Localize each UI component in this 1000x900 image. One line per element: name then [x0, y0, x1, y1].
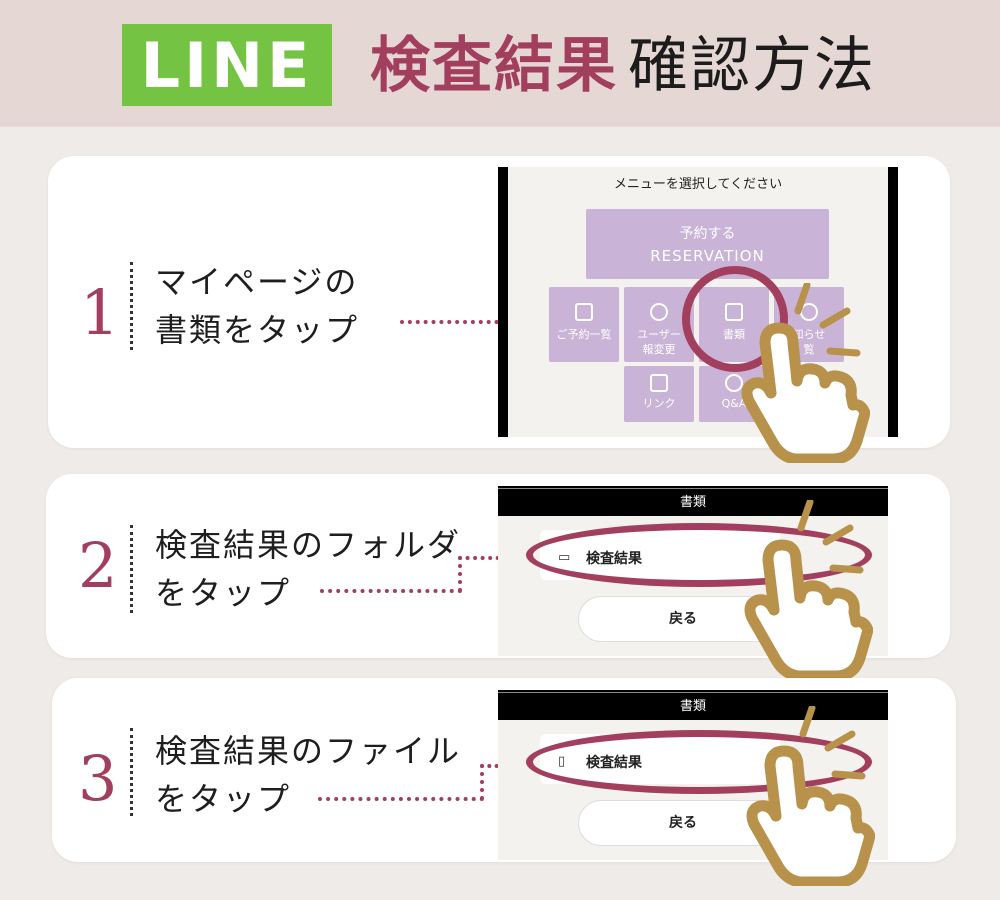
- documents-header: 書類: [498, 486, 888, 516]
- tap-hand-icon-3: [746, 706, 875, 886]
- highlight-ellipse-2: [526, 523, 872, 587]
- step-2-text: 検査結果のフォルダ をタップ: [155, 521, 461, 617]
- link-icon: [650, 374, 668, 392]
- step-2-line2: をタップ: [155, 574, 292, 612]
- reserve-label: 予約する: [679, 226, 736, 242]
- step-2-connector-a: [320, 589, 462, 593]
- step-number-1: 1: [80, 276, 120, 349]
- step-number-3: 3: [78, 742, 118, 815]
- documents-header-3: 書類: [498, 690, 888, 720]
- step-2-connector-b: [458, 556, 462, 592]
- link-tile[interactable]: リンク: [624, 366, 694, 422]
- step-3-line1: 検査結果のファイル: [155, 732, 462, 770]
- link-label: リンク: [642, 397, 676, 410]
- tap-hand-icon-2: [744, 500, 873, 680]
- user-info-label-2: 報変更: [642, 343, 676, 356]
- news-label-2: 覧: [803, 343, 815, 356]
- reservation-list-label: ご予約一覧: [556, 328, 612, 341]
- menu-title: メニューを選択してください: [613, 177, 783, 192]
- reservation-list-tile[interactable]: ご予約一覧: [549, 287, 619, 362]
- user-info-label-1: ユーザー: [637, 328, 681, 341]
- step-number-2: 2: [78, 529, 118, 602]
- step-2-connector-c: [458, 556, 530, 560]
- step-3-connector-a: [318, 797, 484, 801]
- page-title-sub: 確認方法: [628, 31, 876, 101]
- highlight-ellipse-3: [526, 730, 872, 794]
- step-1-line1: マイページの: [155, 263, 359, 301]
- step-1-text: マイページの 書類をタップ: [155, 258, 359, 354]
- calendar-icon: [575, 303, 593, 321]
- reserve-tile[interactable]: 予約する RESERVATION: [586, 209, 829, 279]
- question-icon: [725, 374, 743, 392]
- step-3-text: 検査結果のファイル をタップ: [155, 727, 461, 823]
- page-title-main: 検査結果: [370, 31, 618, 101]
- step-1-line2: 書類をタップ: [155, 311, 360, 349]
- user-icon: [650, 303, 668, 321]
- highlight-circle: [682, 266, 788, 372]
- step-divider-1: [130, 262, 133, 350]
- qa-label: Q&A: [721, 397, 747, 410]
- step-3-connector-b: [480, 764, 484, 800]
- header: LINE 検査結果 確認方法: [0, 0, 1000, 127]
- step-2-line1: 検査結果のフォルダ: [155, 526, 462, 564]
- news-label-1: 知らせ: [792, 328, 826, 341]
- reserve-label-en: RESERVATION: [650, 247, 765, 265]
- step-divider-3: [130, 728, 133, 816]
- step-divider-2: [130, 525, 133, 613]
- tap-hand-icon: [741, 283, 870, 463]
- step-3-line2: をタップ: [155, 780, 292, 818]
- line-logo-badge: LINE: [122, 24, 332, 106]
